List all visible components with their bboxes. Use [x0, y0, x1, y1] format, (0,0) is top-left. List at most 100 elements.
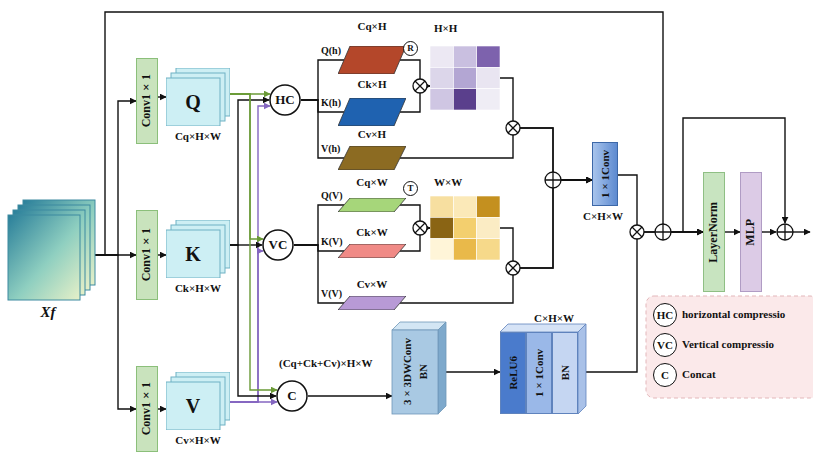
slab-outline [338, 98, 406, 126]
dimension-label: Ck×H [338, 78, 406, 90]
block-label: 1×1Conv [533, 349, 545, 397]
feature-stack-art [8, 200, 100, 302]
attention-matrix: H×H [430, 22, 500, 110]
transpose-mark: T [403, 181, 418, 196]
legend-symbol: HC [653, 303, 677, 327]
matrix-cell [477, 196, 500, 217]
block-top [500, 324, 586, 332]
dimension-label: Cv×H [338, 128, 406, 140]
conv-face: 1×1Conv [592, 142, 618, 206]
norm-box: LayerNorm [703, 172, 725, 292]
dimension-label: Cv×H×W [160, 434, 236, 446]
connector [500, 78, 592, 180]
dimension-label: Ck×W [338, 226, 406, 238]
connector [500, 180, 592, 268]
matrix-cell [477, 217, 500, 238]
matrix-cell [453, 46, 476, 67]
feature-layer [166, 230, 220, 278]
legend-text: horizontal compressio [682, 308, 785, 320]
input-feature-stack: Xf [8, 200, 100, 328]
block-side [438, 322, 446, 414]
matrix-cell [430, 67, 453, 88]
slab-outline [338, 198, 406, 212]
slab-shape [338, 98, 406, 126]
letter-holder: K [166, 230, 220, 278]
legend-text: Vertical compressio [682, 338, 774, 350]
circle-shape [270, 85, 300, 115]
conv-box: Conv1×1 [136, 366, 158, 452]
connector [308, 395, 392, 396]
matrix-cell [430, 239, 453, 260]
connector [618, 175, 703, 232]
letter-holder: V [166, 382, 220, 430]
projection-slab: Cq×W [338, 176, 406, 214]
multiply-symbols [413, 79, 644, 275]
matrix-cell [477, 46, 500, 67]
slab-shape [338, 296, 406, 310]
matrix-cell [453, 239, 476, 260]
matrix-cell [453, 196, 476, 217]
block-front [392, 330, 438, 414]
operator-circle: C [276, 380, 308, 412]
dwconv-block: 3×3DWConvBN [392, 330, 446, 414]
block-column: 1×1Conv [526, 332, 552, 414]
matrix-grid [430, 196, 500, 260]
matrix-label: H×H [434, 22, 457, 34]
operator-label: VC [269, 238, 288, 252]
mlp-box: MLP [740, 172, 762, 292]
matrix-letter: K [185, 243, 201, 265]
connector [158, 96, 166, 97]
slab-shape [338, 244, 406, 258]
value-feature-map: VCv×H×W [166, 372, 230, 450]
dimension-label: C×H×W [520, 312, 588, 324]
relu-conv-block: C×H×WReLU61×1ConvBN [500, 312, 588, 414]
projection-slab: Cv×H [338, 128, 406, 172]
edge-label: Q(V) [320, 190, 344, 201]
matrix-letter: Q [185, 91, 201, 113]
operator-circle: VC [262, 229, 294, 261]
circle-shape [263, 230, 293, 260]
legend-text: Concat [682, 368, 716, 380]
mlp-out-line [762, 231, 776, 232]
conv-box: Conv1×1 [136, 58, 158, 144]
matrix-cell [477, 239, 500, 260]
residual-line [683, 118, 785, 232]
matrix-cell [430, 217, 453, 238]
dimension-label: Cq×W [338, 176, 406, 188]
conv-box: Conv1×1 [136, 210, 158, 300]
edge-label: Q(h) [320, 45, 342, 56]
block-column: ReLU6 [500, 332, 526, 414]
connector [158, 408, 166, 409]
operator-label: HC [275, 93, 295, 107]
dimension-label: (Cq+Ck+Cv)×H×W [278, 357, 374, 369]
output-line [793, 231, 810, 232]
operator-circle: HC [269, 84, 301, 116]
operator-label: C [287, 389, 296, 403]
box-label: 1×1Conv [599, 150, 611, 198]
connector [725, 231, 740, 232]
box-label: Conv1×1 [140, 228, 153, 281]
projection-slab: Ck×H [338, 78, 406, 128]
box-label: LayerNorm [707, 202, 720, 263]
connector [158, 254, 166, 255]
projection-slab: Cq×H [338, 20, 406, 76]
block-top [392, 322, 446, 330]
feature-layer [166, 382, 220, 430]
slab-shape [338, 46, 406, 74]
block-label: BN [417, 364, 429, 379]
projection-slab: Cv×W [338, 278, 406, 312]
matrix-letter: V [186, 395, 200, 417]
letter-holder: Q [166, 78, 220, 126]
connector [230, 94, 263, 239]
slab-shape [338, 198, 406, 212]
matrix-cell [430, 89, 453, 110]
matrix-cell [453, 217, 476, 238]
matrix-cell [430, 196, 453, 217]
block-label: ReLU6 [507, 356, 519, 390]
box-label: MLP [744, 219, 757, 246]
circle-shape [277, 381, 307, 411]
slab-outline [338, 244, 406, 258]
edge-label: K(V) [320, 236, 344, 247]
box-label: Conv1×1 [140, 382, 153, 435]
key-feature-map: KCk×H×W [166, 220, 230, 298]
